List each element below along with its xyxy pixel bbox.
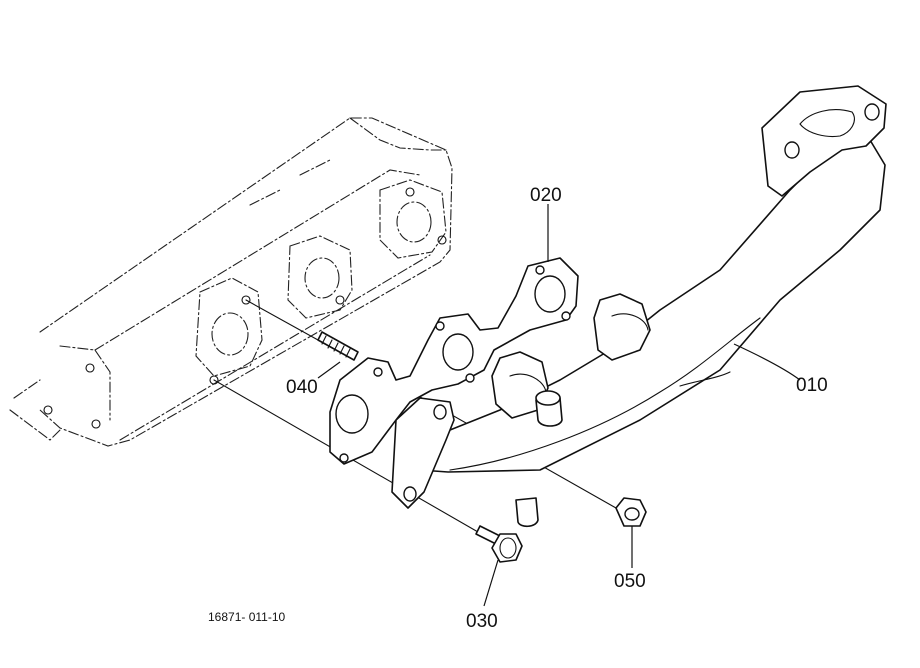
flange-bolt <box>475 525 523 563</box>
manifold-gasket <box>329 257 579 465</box>
head-bolt-holes <box>43 187 447 429</box>
label-nut: 050 <box>614 571 646 592</box>
exhaust-manifold <box>391 85 887 528</box>
flange-nut <box>615 497 647 527</box>
label-bolt: 030 <box>466 611 498 632</box>
part-leaders <box>317 204 801 607</box>
drawing-code: 16871- 011-10 <box>208 610 286 624</box>
cylinder-head-outline <box>9 117 453 447</box>
label-exhaust-manifold: 010 <box>796 375 828 396</box>
label-stud: 040 <box>286 377 318 398</box>
label-gasket: 020 <box>530 185 562 206</box>
stud-bolt <box>317 331 359 361</box>
